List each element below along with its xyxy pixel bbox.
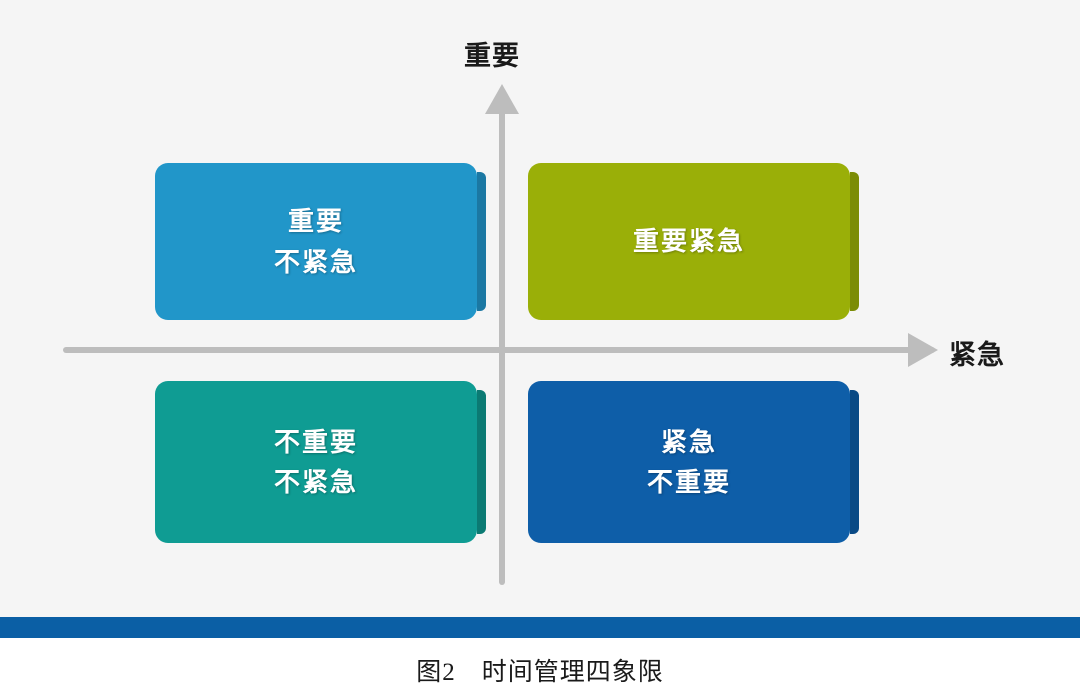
- quadrant-side-shadow: [850, 390, 859, 534]
- quadrant-important-urgent[interactable]: 重要紧急: [528, 163, 859, 320]
- footer-divider-bar: [0, 617, 1080, 638]
- arrow-right-icon: [908, 333, 938, 367]
- vertical-axis-line: [499, 110, 505, 585]
- quadrant-label-line: 不紧急: [273, 246, 358, 277]
- quadrant-label-line: 重要紧急: [632, 226, 745, 257]
- horizontal-axis-label: 紧急: [949, 340, 1005, 370]
- vertical-axis-label: 重要: [464, 41, 520, 71]
- quadrant-label-line: 重要: [287, 206, 344, 237]
- quadrant-side-shadow: [477, 390, 486, 534]
- quadrant-not-important-not-urgent[interactable]: 不重要 不紧急: [155, 381, 486, 543]
- quadrant-label-line: 紧急: [660, 426, 717, 457]
- quadrant-label-line: 不紧急: [273, 467, 358, 497]
- arrow-up-icon: [485, 84, 519, 114]
- quadrant-label-line: 不重要: [273, 426, 358, 457]
- figure-caption: 图2 时间管理四象限: [416, 659, 664, 686]
- quadrant-important-not-urgent[interactable]: 重要 不紧急: [155, 163, 486, 320]
- quadrant-side-shadow: [477, 172, 486, 311]
- quadrant-label-line: 不重要: [646, 467, 731, 497]
- quadrant-side-shadow: [850, 172, 859, 311]
- quadrant-urgent-not-important[interactable]: 紧急 不重要: [528, 381, 859, 543]
- diagram-canvas: 重要 紧急 重要 不紧急 重要紧急 不重要 不紧急 紧急 不重要: [63, 41, 1005, 585]
